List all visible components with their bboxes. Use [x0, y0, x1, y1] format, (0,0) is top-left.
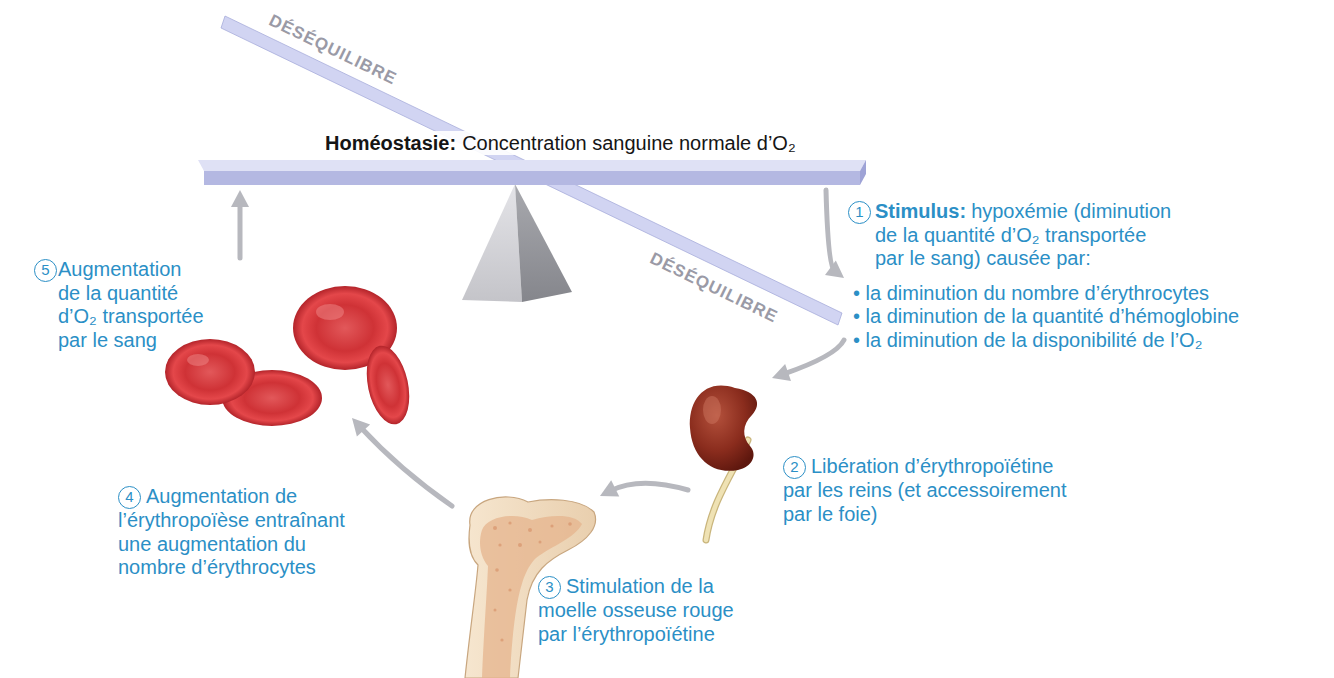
text-block: 1Stimulus:hypoxémie (diminution de la qu… [846, 200, 1316, 352]
seesaw [198, 16, 866, 325]
spongy-bone [518, 543, 522, 547]
description: Stimulation de la moelle osseuse rouge p… [538, 575, 734, 645]
feedback-arrow [231, 190, 249, 258]
callout-number: 5 [34, 259, 57, 282]
bullet-item: • la diminution du nombre d’érythrocytes [853, 282, 1316, 306]
fulcrum [462, 184, 522, 302]
spongy-bone [539, 541, 542, 544]
fulcrum [515, 184, 572, 302]
arrowhead [600, 480, 619, 496]
red-blood-cell [360, 342, 416, 429]
level-plank [204, 171, 860, 185]
callout-number: 3 [538, 576, 561, 599]
kidney-body [690, 386, 757, 471]
arrow-line [783, 340, 844, 374]
arrowhead [825, 261, 844, 278]
heading: Homéostasie: [325, 132, 456, 154]
heading: Stimulus: [875, 200, 966, 222]
step-node: 1Stimulus:hypoxémie (diminution de la qu… [846, 200, 1320, 354]
arrow-line [611, 483, 688, 490]
stimulus-paragraph: 1Stimulus:hypoxémie (diminution de la qu… [846, 200, 1177, 271]
text-block: Homéostasie: Concentration sanguine norma… [322, 131, 799, 155]
arrowhead [352, 418, 370, 437]
level-plank [860, 160, 866, 185]
imbalance-label: DÉSÉQUILIBRE [647, 249, 781, 328]
arrow-line [238, 202, 243, 258]
kidney [690, 386, 757, 540]
level-plank [198, 160, 866, 171]
description: Concentration sanguine normale d’O₂ [462, 132, 796, 154]
spongy-bone [494, 609, 497, 612]
cell-shine [187, 354, 209, 366]
description: Augmentation de l’érythropoïèse entraîna… [118, 485, 345, 578]
description: Augmentation de la quantité d’O₂ transpo… [58, 258, 204, 351]
step-node: 3Stimulation de la moelle osseuse rouge … [452, 496, 748, 648]
feedback-arrow [825, 190, 844, 278]
imbalance-label: DÉSÉQUILIBRE [266, 11, 400, 90]
kidney-shine [703, 396, 721, 424]
arrow-line [360, 427, 452, 506]
spongy-bone [508, 521, 511, 524]
spongy-bone [508, 588, 511, 591]
feedback-arrow [352, 418, 452, 506]
spongy-bone [550, 524, 553, 527]
callout-number: 4 [118, 486, 141, 509]
bullet-item: • la diminution de la disponibilité de l… [853, 329, 1316, 353]
spongy-bone [528, 528, 532, 532]
spongy-bone [493, 526, 497, 530]
red-blood-cell [165, 339, 255, 405]
description: Libération d’érythropoïétine par les rei… [783, 455, 1066, 525]
step-node: 5Augmentation de la quantité d’O₂ transp… [34, 258, 409, 418]
callout-number: 2 [783, 456, 806, 479]
arrow-line [826, 190, 834, 271]
spongy-bone [498, 543, 501, 546]
feedback-arrow [600, 480, 688, 496]
text-block: 3Stimulation de la moelle osseuse rouge … [538, 575, 744, 646]
cell-shine [316, 304, 344, 320]
arrowhead [772, 364, 791, 381]
spongy-bone [495, 568, 499, 572]
step-node: 4Augmentation de l’érythropoïèse entraîn… [118, 485, 362, 582]
text-block: 5Augmentation de la quantité d’O₂ transp… [34, 258, 206, 352]
bullet-item: • la diminution de la quantité d’hémoglo… [853, 305, 1316, 329]
homeostasis-plank: Homéostasie: Concentration sanguine norma… [200, 128, 866, 190]
spongy-bone [568, 522, 572, 526]
callout-number: 1 [848, 201, 871, 224]
spongy-bone [500, 638, 503, 641]
feedback-arrow [772, 340, 844, 381]
step-node: 2Libération d’érythropoïétine par les re… [688, 378, 1079, 528]
arrowhead [231, 190, 249, 207]
text-block: 2Libération d’érythropoïétine par les re… [783, 455, 1075, 526]
text-block: 4Augmentation de l’érythropoïèse entraîn… [118, 485, 358, 580]
